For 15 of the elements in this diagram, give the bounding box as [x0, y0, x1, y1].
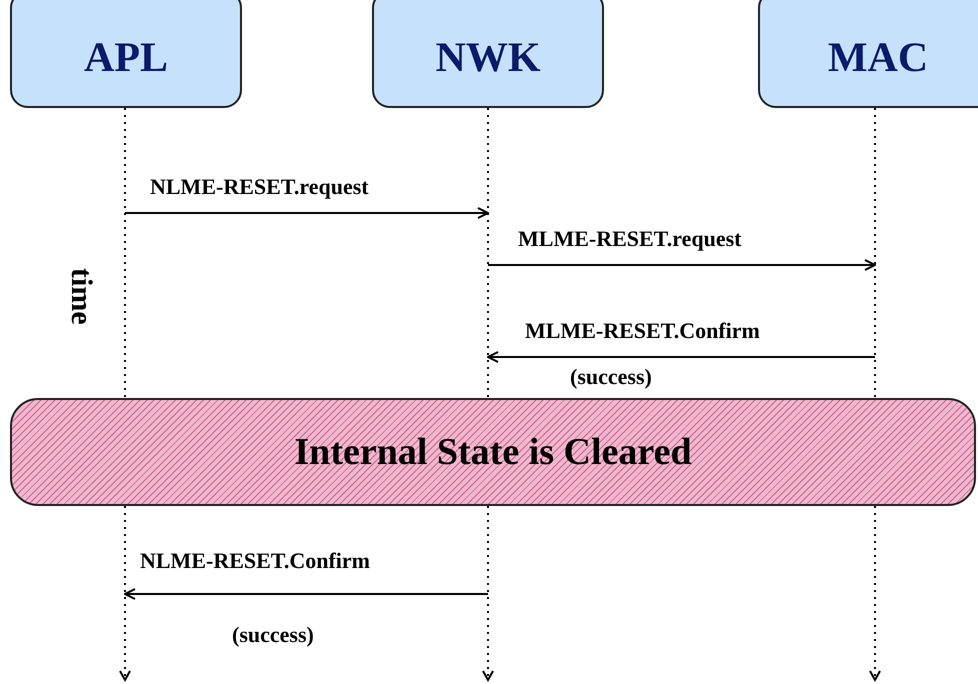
status-note: (success) [232, 622, 314, 648]
participant-box: MAC [758, 0, 978, 108]
axis-label: time [64, 268, 98, 325]
message-arrow [487, 351, 875, 363]
edge-label: MLME-RESET.Confirm [525, 318, 760, 344]
message-arrow [488, 259, 876, 271]
message-arrow [125, 207, 489, 219]
status-note: (success) [570, 364, 652, 390]
participant-box: APL [10, 0, 242, 108]
message-arrow [124, 588, 488, 600]
state-band: Internal State is Cleared [10, 398, 976, 506]
edge-label: NLME-RESET.request [150, 174, 369, 200]
edge-label: MLME-RESET.request [518, 226, 742, 252]
participant-box: NWK [372, 0, 604, 108]
edge-label: NLME-RESET.Confirm [140, 548, 370, 574]
